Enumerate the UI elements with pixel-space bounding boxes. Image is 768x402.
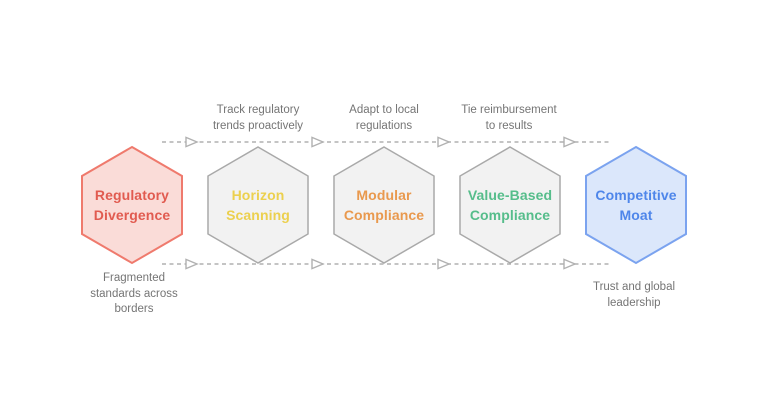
node-modular-compliance: Modular Compliance	[332, 145, 436, 265]
arrowhead-icon	[185, 258, 199, 270]
node-competitive-moat: Competitive Moat	[584, 145, 688, 265]
node-regulatory-divergence: Regulatory Divergence	[80, 145, 184, 265]
hexagon-shape	[585, 145, 687, 265]
annotation-fragmented-standards: Fragmented standards across borders	[90, 272, 178, 315]
arrowhead-icon	[437, 136, 451, 148]
node-label: Modular Compliance	[343, 187, 425, 223]
arrowhead-icon	[563, 136, 577, 148]
arrowhead-icon	[563, 258, 577, 270]
arrowhead-icon	[311, 258, 325, 270]
node-label: Regulatory Divergence	[93, 187, 171, 223]
hexagon-shape	[333, 146, 435, 264]
node-value-based-compliance: Value-Based Compliance	[458, 145, 562, 265]
arrowhead-icon	[311, 136, 325, 148]
arrowhead-icon	[185, 136, 199, 148]
hexagon-shape	[81, 145, 183, 265]
node-label: Competitive Moat	[595, 187, 677, 223]
node-horizon-scanning: Horizon Scanning	[206, 145, 310, 265]
hexagon-shape	[207, 146, 309, 264]
annotation-trust-global-leadership: Trust and global leadership	[592, 281, 676, 309]
node-label: Value-Based Compliance	[467, 187, 553, 223]
node-label: Horizon Scanning	[226, 187, 290, 223]
annotation-adapt-local-regulations: Adapt to local regulations	[349, 104, 419, 132]
annotation-tie-reimbursement: Tie reimbursement to results	[461, 104, 557, 132]
annotation-track-regulatory-trends: Track regulatory trends proactively	[212, 104, 304, 132]
hexagon-shape	[459, 146, 561, 264]
arrowhead-icon	[437, 258, 451, 270]
